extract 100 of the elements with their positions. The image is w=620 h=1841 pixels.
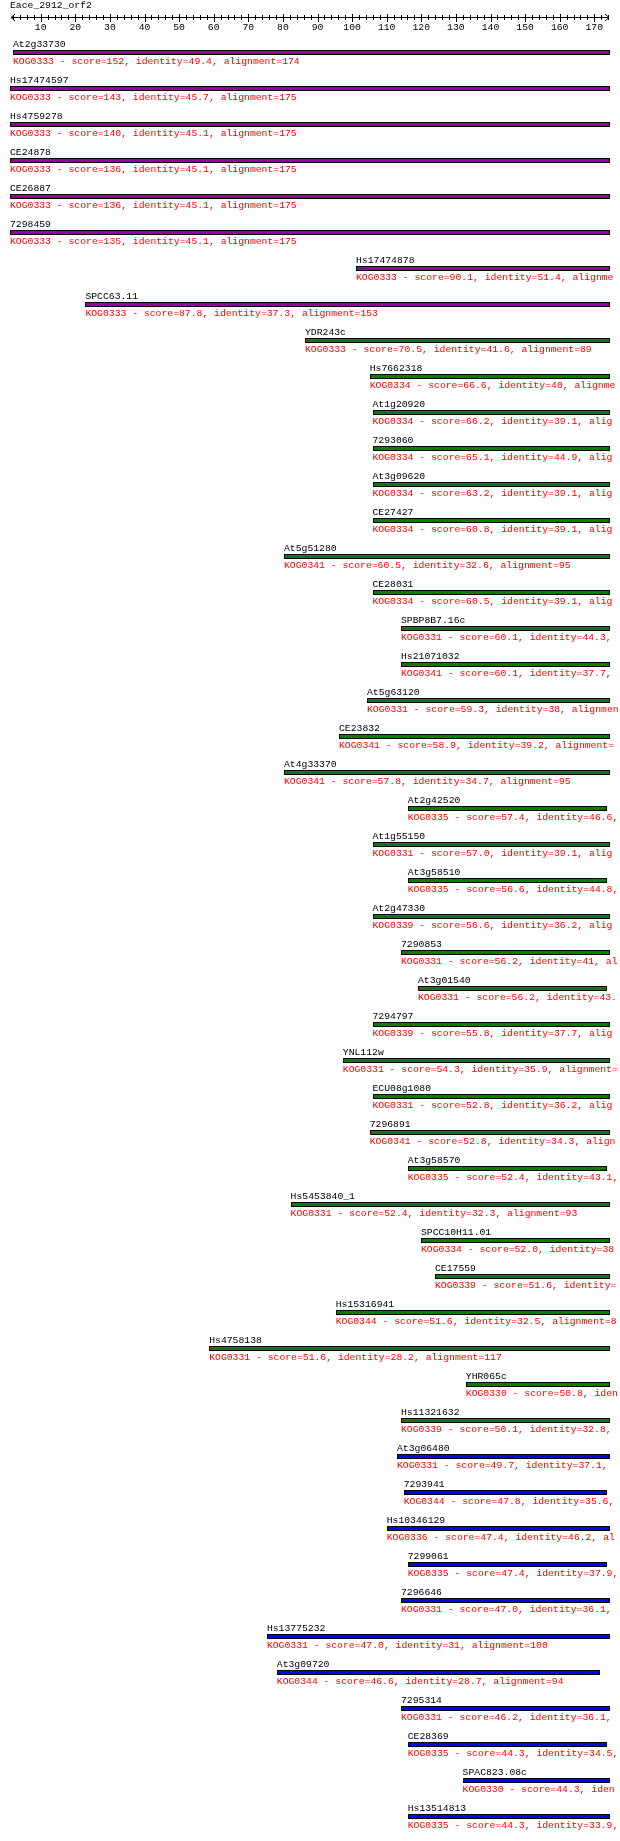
alignment-score-label: KOG0333 - score=90.1, identity=51.4, alignme (356, 272, 614, 283)
sequence-id-label: Hs11321632 (401, 1407, 460, 1418)
sequence-id-label: 7296891 (369, 1119, 411, 1130)
sequence-id-label: YDR243c (305, 327, 346, 338)
sequence-id-label: At3g09720 (276, 1659, 330, 1670)
tick-label: 70 (242, 22, 255, 33)
alignment-score-label: KOG0335 - score=47.4, identity=37.9, (407, 1568, 619, 1579)
sequence-id-label: 7294797 (372, 1011, 414, 1022)
alignment-score-label: KOG0344 - score=51.6, identity=32.5, alignment=8 (335, 1316, 617, 1327)
alignment-score-label: KOG0331 - score=52.4, identity=32.3, alignment=93 (290, 1208, 578, 1219)
sequence-id-label: CE26887 (10, 183, 51, 194)
sequence-id-label: At1g20920 (372, 399, 426, 410)
alignment-score-label: KOG0339 - score=56.6, identity=36.2, alig (372, 920, 613, 931)
alignment-score-label: KOG0334 - score=60.8, identity=39.1, alig (372, 524, 613, 535)
alignment-score-label: KOG0330 - score=44.3, iden (462, 1784, 615, 1795)
sequence-id-label: At5g63120 (367, 687, 420, 698)
sequence-id-label: YNL112w (342, 1047, 384, 1058)
tick-label: 160 (550, 22, 569, 33)
sequence-id-label: SPCC63.11 (85, 291, 139, 302)
tick-label: 40 (138, 22, 151, 33)
alignment-score-label: KOG0330 - score=50.8, iden (465, 1388, 618, 1399)
alignment-score-label: KOG0335 - score=56.6, identity=44.8, (407, 884, 619, 895)
sequence-id-label: At3g58510 (407, 867, 461, 878)
alignment-score-label: KOG0341 - score=60.5, identity=32.6, alignment=95 (284, 560, 571, 571)
alignment-score-label: KOG0333 - score=136, identity=45.1, alignment=175 (10, 164, 297, 175)
sequence-id-label: At3g09620 (372, 471, 426, 482)
sequence-id-label: SPAC823.08c (462, 1767, 527, 1778)
sequence-id-label: Hs10346129 (386, 1515, 446, 1526)
sequence-id-label: At1g55150 (372, 831, 426, 842)
sequence-id-label: 7296646 (401, 1587, 442, 1598)
tick-label: 170 (585, 22, 604, 33)
alignment-score-label: KOG0334 - score=52.0, identity=38 (421, 1244, 615, 1255)
sequence-id-label: SPBP8B7.16c (401, 615, 466, 626)
sequence-id-label: At2g42520 (407, 795, 461, 806)
alignment-score-label: KOG0341 - score=57.8, identity=34.7, alignment=95 (284, 776, 571, 787)
tick-label: 140 (481, 22, 500, 33)
alignment-score-label: KOG0333 - score=87.8, identity=37.3, alignment=153 (85, 308, 378, 319)
tick-label: 10 (34, 22, 47, 33)
alignment-score-label: KOG0331 - score=57.0, identity=39.1, alig (372, 848, 613, 859)
sequence-id-label: At3g58570 (407, 1155, 461, 1166)
sequence-id-label: At3g01540 (418, 975, 471, 986)
alignment-score-label: KOG0331 - score=49.7, identity=37.1, (397, 1460, 608, 1471)
sequence-id-label: 7298459 (10, 219, 51, 230)
alignment-score-label: KOG0339 - score=50.1, identity=32.8, (401, 1424, 612, 1435)
sequence-id-label: Hs17474878 (356, 255, 415, 266)
sequence-id-label: ECU08g1080 (372, 1083, 431, 1094)
sequence-id-label: 7290853 (401, 939, 442, 950)
sequence-id-label: At4g33370 (284, 759, 337, 770)
alignment-score-label: KOG0331 - score=52.8, identity=36.2, alig (372, 1100, 613, 1111)
alignment-score-label: KOG0336 - score=47.4, identity=46.2, al (386, 1532, 615, 1543)
sequence-id-label: Hs5453840_1 (290, 1191, 355, 1202)
sequence-id-label: 7293060 (372, 435, 414, 446)
sequence-id-label: At2g47330 (372, 903, 426, 914)
alignment-score-label: KOG0339 - score=51.6, identity= (435, 1280, 617, 1291)
tick-label: 130 (447, 22, 465, 33)
sequence-id-label: Hs13775232 (266, 1623, 326, 1634)
alignment-score-label: KOG0334 - score=60.5, identity=39.1, alig (372, 596, 613, 607)
tick-label: 120 (412, 22, 431, 33)
alignment-score-label: KOG0331 - score=47.0, identity=31, alignment=100 (266, 1640, 548, 1651)
tick-label: 60 (207, 22, 220, 33)
alignment-score-label: KOG0331 - score=60.1, identity=44.3, (401, 632, 612, 643)
alignment-score-label: KOG0334 - score=66.6, identity=40, alignme (369, 380, 616, 391)
sequence-id-label: Hs21071032 (401, 651, 460, 662)
sequence-id-label: Hs17474597 (10, 75, 69, 86)
tick-label: 30 (104, 22, 116, 33)
alignment-score-label: KOG0333 - score=143, identity=45.7, alignment=175 (10, 92, 297, 103)
alignment-score-label: KOG0331 - score=59.3, identity=38, alignmen (367, 704, 619, 715)
alignment-score-label: KOG0334 - score=63.2, identity=39.1, alig (372, 488, 613, 499)
tick-label: 110 (377, 22, 396, 33)
tick-label: 80 (277, 22, 289, 33)
alignment-score-label: KOG0344 - score=46.6, identity=28.7, alignment=94 (276, 1676, 564, 1687)
sequence-id-label: YHR065c (465, 1371, 507, 1382)
alignment-score-label: KOG0341 - score=52.8, identity=34.3, align (369, 1136, 616, 1147)
alignment-score-label: KOG0344 - score=47.8, identity=35.6, (403, 1496, 615, 1507)
alignment-score-label: KOG0331 - score=56.2, identity=43. (418, 992, 617, 1003)
sequence-id-label: CE17559 (435, 1263, 476, 1274)
sequence-id-label: At3g06480 (397, 1443, 450, 1454)
tick-label: 20 (69, 22, 82, 33)
sequence-id-label: CE28369 (407, 1731, 449, 1742)
alignment-score-label: KOG0335 - score=44.3, identity=34.5, (407, 1748, 619, 1759)
sequence-id-label: CE24878 (10, 147, 51, 158)
sequence-id-label: At2g33730 (13, 39, 66, 50)
alignment-score-label: KOG0339 - score=55.8, identity=37.7, alig (372, 1028, 613, 1039)
alignment-score-label: KOG0333 - score=136, identity=45.1, alignment=175 (10, 200, 297, 211)
sequence-id-label: 7295314 (401, 1695, 442, 1706)
alignment-score-label: KOG0335 - score=52.4, identity=43.1, (407, 1172, 619, 1183)
alignment-score-label: KOG0341 - score=58.9, identity=39.2, alignment= (339, 740, 614, 751)
sequence-id-label: CE28031 (372, 579, 414, 590)
alignment-score-label: KOG0335 - score=57.4, identity=46.6, (407, 812, 619, 823)
sequence-title: Eace_2912_orf2 (10, 0, 92, 11)
sequence-id-label: Hs7662318 (369, 363, 423, 374)
sequence-id-label: Hs15316941 (335, 1299, 395, 1310)
tick-label: 90 (311, 22, 324, 33)
alignment-score-label: KOG0341 - score=60.1, identity=37.7, (401, 668, 612, 679)
alignment-score-label: KOG0333 - score=135, identity=45.1, alignment=175 (10, 236, 297, 247)
alignment-score-label: KOG0331 - score=47.0, identity=36.1, (401, 1604, 612, 1615)
sequence-id-label: 7293941 (403, 1479, 445, 1490)
tick-label: 50 (173, 22, 185, 33)
sequence-id-label: Hs4758138 (209, 1335, 262, 1346)
alignment-score-label: KOG0335 - score=44.3, identity=33.9, (407, 1820, 619, 1831)
